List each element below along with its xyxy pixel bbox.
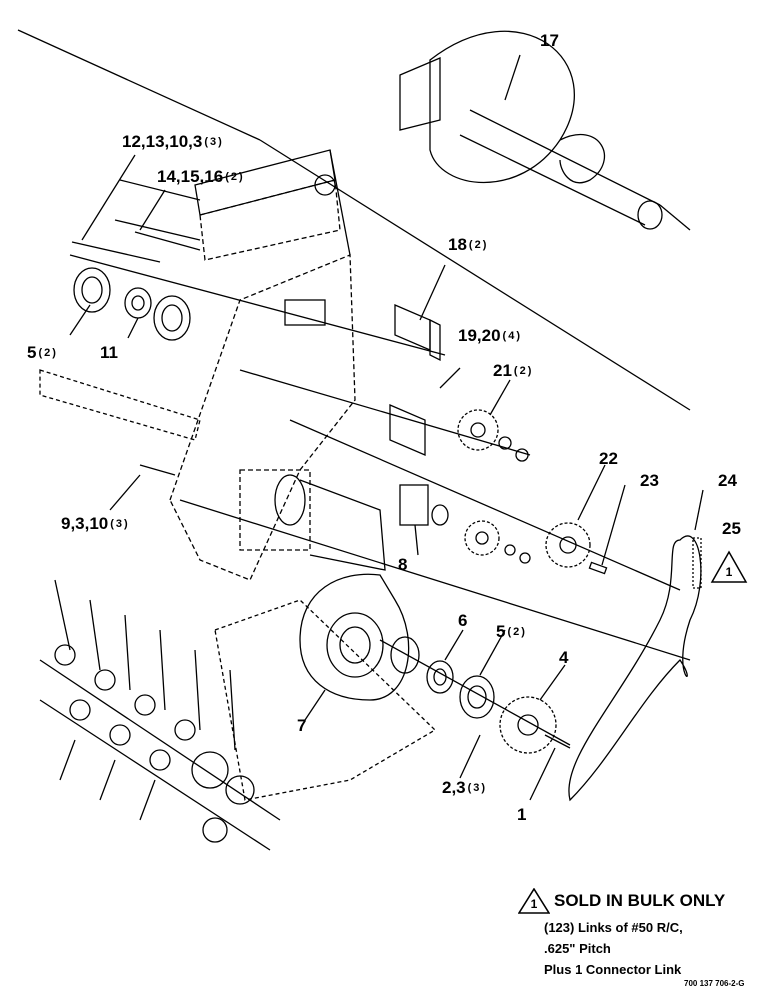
chain-note-marker: 1 [725,565,733,579]
callout-2-3: 2,3(3) [442,778,488,797]
note-triangle-marker [710,550,748,583]
shaft-axis-line [179,499,691,661]
leader-line [17,29,261,141]
sprocket [464,520,500,556]
callout-14-15-16: 14,15,16(2) [157,167,245,186]
callout-5-left: 5(2) [27,343,58,362]
callout-21: 21(2) [493,361,534,380]
gearbox-frame [114,149,386,581]
callout-11: 11 [100,343,118,362]
shaft-axis-line [289,419,681,591]
roller-chain [568,535,702,802]
bearing [426,660,454,694]
callout-8: 8 [398,555,408,574]
gasket [390,636,420,674]
shaft-axis-line [69,254,446,356]
bolt [544,734,571,749]
callout-23: 23 [640,471,659,490]
bolt [71,241,161,263]
bearing-flange [153,295,191,341]
bearing-flange [459,675,495,719]
shaft-axis-line [239,369,531,456]
callout-25: 25 [722,519,741,538]
note-line: (123) Links of #50 R/C, [544,920,683,935]
chain-links [692,537,702,589]
sprocket [545,522,591,568]
gearbox-shadow-plane [214,599,437,801]
note-line: .625" Pitch [544,941,611,956]
callout-17: 17 [540,31,559,50]
callout-6: 6 [458,611,468,630]
callout-9-3-10: 9,3,10(3) [61,514,130,533]
callout-19-20: 19,20(4) [458,326,522,345]
callout-5-right: 5(2) [496,622,527,641]
callout-24: 24 [718,471,737,490]
bolt [134,231,201,251]
bulk-sale-note: 1 SOLD IN BULK ONLY (123) Links of #50 R… [517,887,763,977]
leader-line [259,139,691,411]
callout-4: 4 [559,648,569,667]
bearing [124,287,152,319]
bolt [139,464,176,476]
key [588,561,608,575]
sprocket [457,409,499,451]
note-title: SOLD IN BULK ONLY [554,891,726,910]
callout-12-13-10-3: 12,13,10,3(3) [122,132,224,151]
bearing-flange [73,267,111,313]
auger-flight [399,30,691,231]
note-triangle-icon: 1 [517,887,551,914]
note-line: Plus 1 Connector Link [544,962,682,977]
callout-22: 22 [599,449,618,468]
bracket [389,404,426,456]
callout-7: 7 [297,716,307,735]
callout-18: 18(2) [448,235,489,254]
callout-1: 1 [517,805,527,824]
rotor-tine-assembly [39,369,281,851]
bearing-plate [399,484,429,526]
gearbox-housing [299,573,410,701]
drawing-number: 700 137 706-2-G [684,979,745,988]
large-sprocket [499,696,557,754]
